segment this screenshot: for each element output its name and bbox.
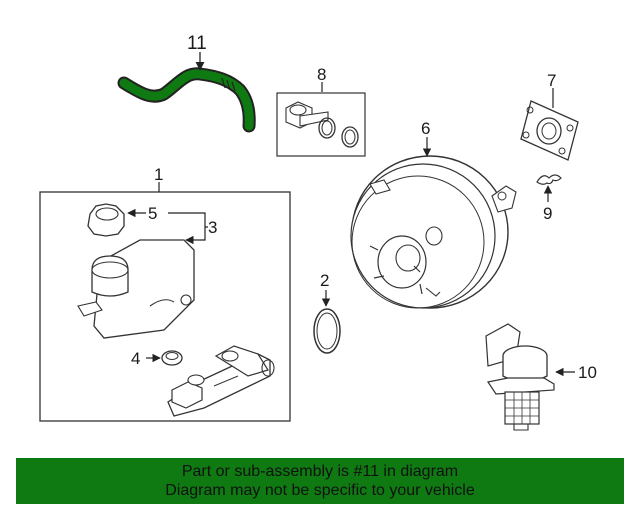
callout-2: 2	[320, 271, 329, 290]
callout-7: 7	[547, 71, 556, 90]
banner-line-2: Diagram may not be specific to your vehi…	[165, 482, 475, 499]
master-cylinder-body[interactable]	[167, 345, 275, 417]
banner-line-1: Part or sub-assembly is #11 in diagram	[181, 463, 459, 480]
callout-1: 1	[154, 165, 163, 184]
callout-8: 8	[317, 65, 326, 84]
clip-part-9[interactable]	[536, 174, 562, 185]
vacuum-pump-part-10[interactable]	[485, 323, 555, 431]
exploded-parts-diagram: 11 8 7 9	[39, 33, 597, 431]
booster-gasket-part-7[interactable]	[520, 100, 579, 161]
check-valve-kit-part-8[interactable]	[276, 92, 366, 157]
callout-9: 9	[543, 204, 552, 223]
reservoir-part-3[interactable]	[77, 239, 195, 339]
callout-3: 3	[208, 218, 217, 237]
master-cylinder-assembly-box	[39, 191, 291, 422]
callout-11: 11	[187, 33, 207, 54]
info-banner: Part or sub-assembly is #11 in diagram D…	[16, 458, 624, 504]
callout-10: 10	[578, 363, 597, 382]
o-ring-part-2[interactable]	[313, 308, 341, 354]
grommet-part-4[interactable]	[161, 350, 183, 366]
vacuum-hose-part-11[interactable]	[117, 67, 256, 133]
brake-booster-part-6[interactable]	[350, 155, 517, 309]
callout-6: 6	[421, 119, 430, 138]
callout-5: 5	[148, 204, 157, 223]
callout-4: 4	[131, 349, 140, 368]
callout-3-bracket	[200, 212, 208, 241]
reservoir-cap-part-5[interactable]	[87, 203, 125, 237]
